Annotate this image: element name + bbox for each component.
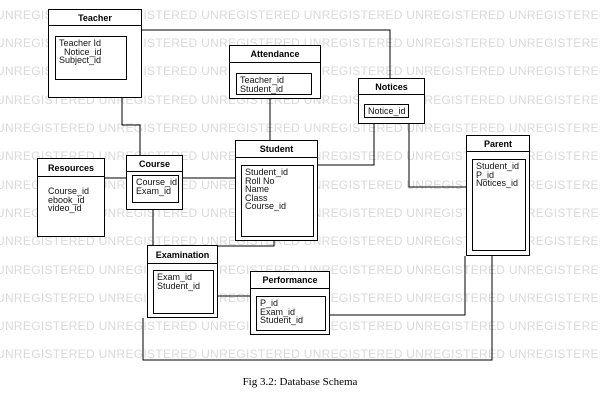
attribute-box: Exam_id Student_id: [153, 270, 214, 314]
entity-notices: Notices Notice_id: [358, 78, 425, 124]
attribute: Course_id: [48, 186, 90, 196]
attribute: Name: [245, 184, 270, 195]
attribute-box: Course_id Exam_id: [132, 175, 179, 203]
entity-performance: Performance P_id Exam_id Student_id: [250, 271, 330, 335]
entity-title: Examination: [148, 246, 217, 264]
watermark-text: UNREGISTERED UNREGISTERED UNREGISTERED U…: [0, 121, 600, 135]
attribute: P_id: [260, 298, 279, 308]
attribute: ebook_id: [48, 194, 85, 205]
attribute: Exam_id: [157, 272, 193, 282]
connector-examination-parent: [142, 256, 493, 361]
watermark-text: UNREGISTERED UNREGISTERED UNREGISTERED U…: [0, 234, 600, 248]
connector-performance-parent: [330, 256, 466, 316]
connector-teacher-course: [121, 98, 141, 155]
attribute: Subject_id: [59, 55, 102, 66]
entity-teacher: Teacher Teacher Id Notice_id Subject_id: [48, 9, 142, 98]
attribute-list: Course_id ebook_id video_id: [48, 187, 89, 213]
attribute: Exam_id: [136, 185, 172, 196]
connector-notices-parent: [408, 124, 466, 188]
attribute-box: Student_id P_id Notices_id: [472, 159, 526, 251]
entity-title: Attendance: [230, 46, 320, 63]
attribute: video_id: [48, 203, 82, 214]
entity-attendance: Attendance Teacher_id Student_id: [229, 45, 321, 99]
attribute: Teacher Id: [59, 38, 102, 48]
attribute-box: P_id Exam_id Student_id: [256, 296, 326, 331]
watermark-text: UNREGISTERED UNREGISTERED UNREGISTERED U…: [0, 36, 600, 50]
watermark-text: UNREGISTERED UNREGISTERED UNREGISTERED U…: [0, 93, 600, 107]
entity-student: Student Student_id Roll No Name Class Co…: [235, 140, 318, 241]
attribute: Notices_id: [476, 178, 519, 189]
entity-title: Parent: [467, 136, 529, 152]
attribute: Class: [245, 192, 268, 203]
entity-title: Notices: [359, 79, 424, 95]
figure-caption: Fig 3.2: Database Schema: [242, 376, 358, 388]
attribute: Exam_id: [260, 306, 296, 317]
watermark-text: UNREGISTERED UNREGISTERED UNREGISTERED U…: [0, 8, 600, 22]
entity-resources: Resources Course_id ebook_id video_id: [37, 158, 105, 237]
entity-title: Student: [236, 141, 317, 158]
entity-title: Resources: [38, 159, 104, 177]
attribute-box: Teacher Id Notice_id Subject_id: [55, 36, 127, 80]
attribute: Teacher_id: [240, 75, 285, 85]
entity-course: Course Course_id Exam_id: [126, 155, 183, 210]
attribute: Notice_id: [368, 106, 406, 116]
attribute: Course_id: [245, 201, 287, 212]
attribute: Student_id: [476, 161, 520, 171]
attribute: Student_id: [157, 280, 201, 291]
attribute: Student_id: [245, 167, 289, 177]
connector-teacher-notices: [142, 29, 391, 81]
attribute-box: Teacher_id Student_id: [236, 73, 312, 95]
attribute: Roll No: [245, 175, 275, 186]
entity-title: Teacher: [49, 10, 141, 26]
entity-title: Course: [127, 156, 182, 172]
watermark-text: UNREGISTERED UNREGISTERED UNREGISTERED U…: [0, 347, 600, 361]
connector-notices-student: [318, 124, 375, 166]
attribute: Course_id: [136, 177, 178, 187]
entity-title: Performance: [251, 272, 329, 289]
attribute: Student_id: [240, 83, 284, 94]
attribute: Student_id: [260, 315, 304, 326]
attribute-box: Student_id Roll No Name Class Course_id: [241, 165, 314, 237]
attribute-box: Notice_id: [364, 104, 409, 118]
attribute: Notice_id: [64, 46, 102, 57]
entity-examination: Examination Exam_id Student_id: [147, 245, 218, 318]
attribute: P_id: [476, 169, 495, 180]
entity-parent: Parent Student_id P_id Notices_id: [466, 135, 530, 256]
